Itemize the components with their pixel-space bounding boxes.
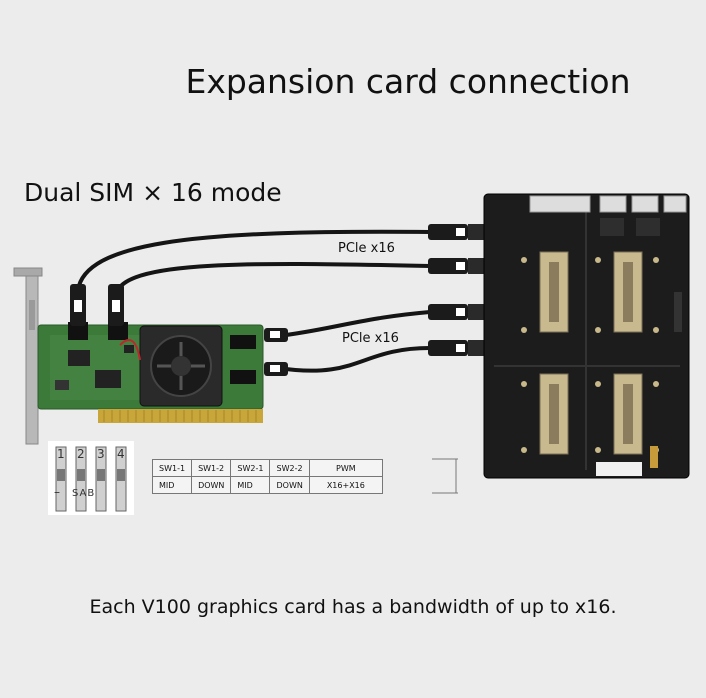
cable-plugs-card xyxy=(70,284,288,376)
table-bracket xyxy=(432,458,458,494)
dip-number-4: 4 xyxy=(117,447,125,461)
mode-label: Dual SIM × 16 mode xyxy=(24,178,282,207)
dip-number-1: 1 xyxy=(57,447,65,461)
pcie-bracket xyxy=(13,267,43,445)
adapter-card xyxy=(37,322,264,423)
value-pwm: X16+X16 xyxy=(308,476,383,494)
caption: Each V100 graphics card has a bandwidth … xyxy=(89,596,617,618)
table-row: SW1-1 SW1-2 SW2-1 SW2-2 PWM xyxy=(151,459,383,477)
cable-plugs-board xyxy=(428,224,484,356)
dip-number-3: 3 xyxy=(97,447,105,461)
value-sw1-2: DOWN xyxy=(191,476,232,494)
dip-number-2: 2 xyxy=(77,447,85,461)
dip-switch-icon xyxy=(55,446,127,512)
header-sw1-2: SW1-2 xyxy=(191,459,232,477)
page-title: Expansion card connection xyxy=(185,62,631,101)
cable-label-bottom: PCle x16 xyxy=(342,331,399,346)
header-sw2-2: SW2-2 xyxy=(269,459,310,477)
value-sw2-1: MID xyxy=(230,476,271,494)
value-sw1-1: MID xyxy=(151,476,193,494)
dip-sab-label: SAB xyxy=(72,488,96,499)
switch-table: SW1-1 SW1-2 SW2-1 SW2-2 PWM MID DOWN MID… xyxy=(151,459,383,494)
dip-switch: 1 2 3 4 – SAB xyxy=(48,441,134,515)
cable-label-top: PCle x16 xyxy=(338,241,395,256)
table-row: MID DOWN MID DOWN X16+X16 xyxy=(151,476,383,494)
header-sw2-1: SW2-1 xyxy=(230,459,271,477)
header-sw1-1: SW1-1 xyxy=(151,459,193,477)
sxm2-board xyxy=(483,193,690,479)
value-sw2-2: DOWN xyxy=(269,476,310,494)
header-pwm: PWM xyxy=(308,459,383,477)
dip-minus: – xyxy=(54,485,60,499)
